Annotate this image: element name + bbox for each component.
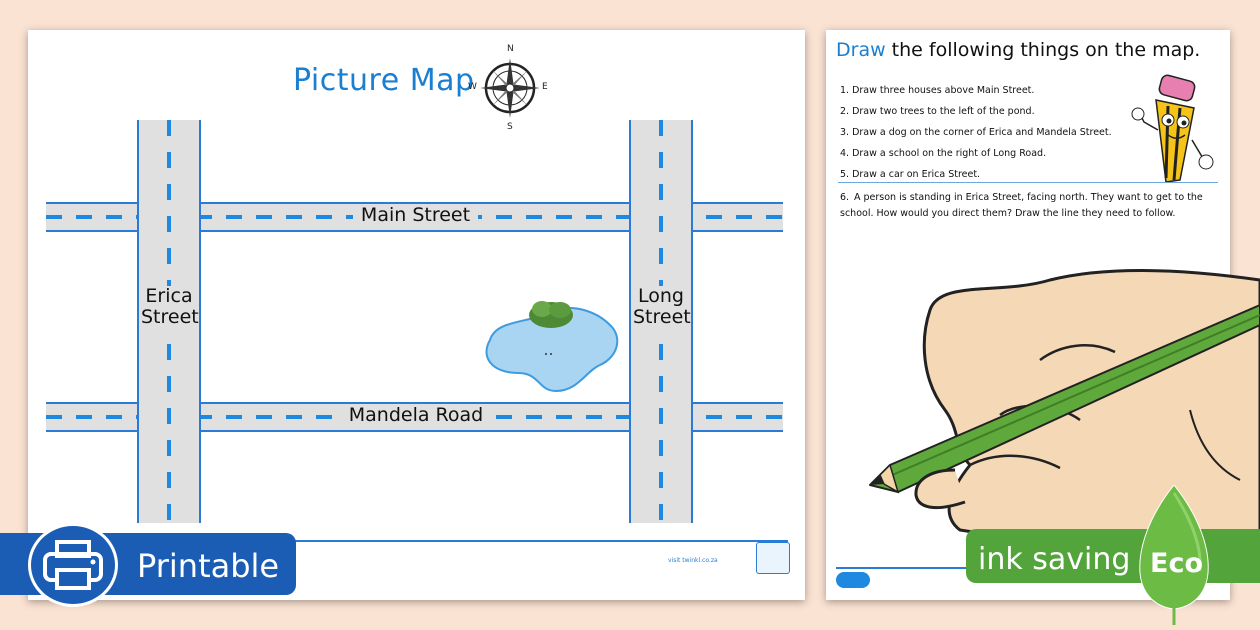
compass-east: E [542,82,548,92]
twinkl-logo-icon [836,572,870,588]
pond-icon [485,301,619,393]
long-label-line1: Long [638,285,684,307]
map-title: Picture Map [293,63,475,98]
heading-accent: Draw [836,39,886,61]
compass-rose-icon: N S E W [468,44,550,132]
compass-west: W [468,82,477,92]
footer-line [108,540,788,542]
twinkl-badge-icon [756,542,790,574]
eco-label: Eco [1150,548,1203,579]
instruction-separator [838,182,1218,183]
printable-label: Printable [137,547,280,585]
main-street-label: Main Street [353,205,478,226]
instruction-item: 4. Draw a school on the right of Long Ro… [840,148,1047,159]
long-street-label: Long Street [633,285,691,328]
leaf-icon [1139,485,1209,625]
worksheet-heading: Draw the following things on the map. [836,39,1200,61]
long-label-line2: Street [633,306,691,328]
compass-north: N [507,44,514,54]
instruction-list: 1. Draw three houses above Main Street. … [840,80,1140,185]
bush-icon [529,301,573,328]
instruction6-number: 6. [840,192,850,203]
instruction-item-6: 6.A person is standing in Erica Street, … [840,190,1225,222]
printer-icon [28,523,118,607]
ink-saving-label: ink saving [978,542,1131,577]
instruction-item: 2. Draw two trees to the left of the pon… [840,106,1035,117]
instruction-item: 1. Draw three houses above Main Street. [840,85,1035,96]
ink-saving-badge: ink saving Eco [964,485,1260,630]
instruction-item: 5. Draw a car on Erica Street. [840,169,981,180]
instruction-item: 3. Draw a dog on the corner of Erica and… [840,127,1112,138]
mandela-road-label: Mandela Road [346,405,486,426]
instruction6-text: A person is standing in Erica Street, fa… [840,192,1203,219]
footer-website: visit twinkl.co.za [668,557,718,564]
heading-rest: the following things on the map. [885,39,1201,61]
compass-south: S [507,122,513,132]
pencil-mascot-icon [1131,74,1214,183]
erica-label-line1: Erica [145,285,193,307]
picture-map-sheet: Picture Map N S E W Main Street Mandela … [28,30,805,600]
printable-badge: Printable [0,523,296,607]
erica-label-line2: Street [141,306,199,328]
erica-street-label: Erica Street [141,285,199,328]
